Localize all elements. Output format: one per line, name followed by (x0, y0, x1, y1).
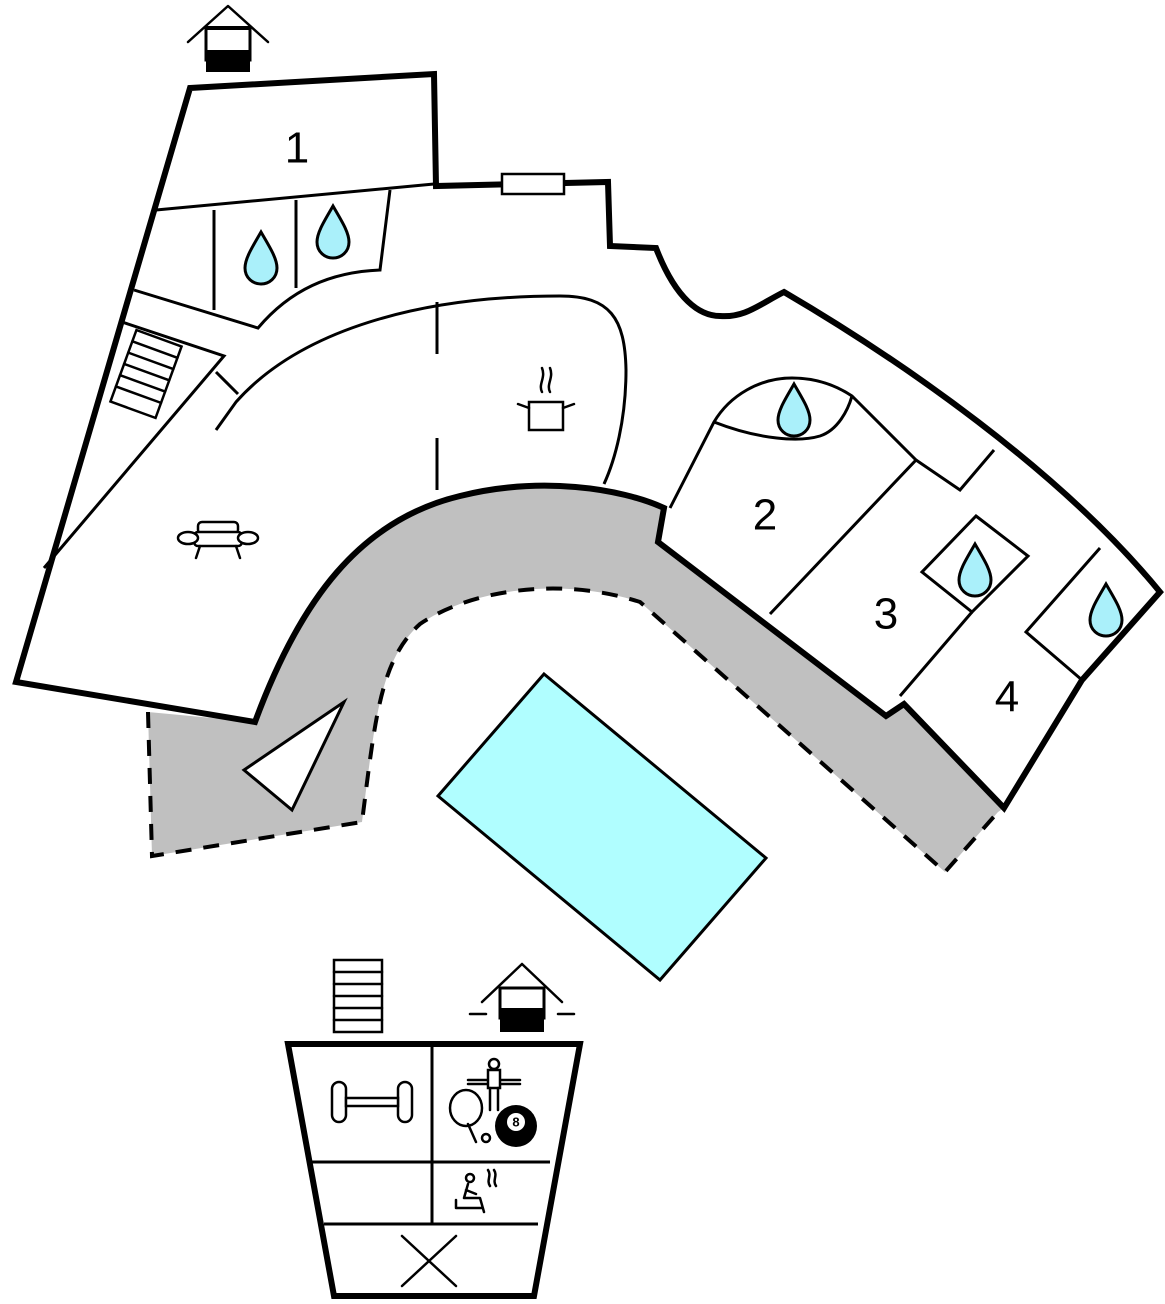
sauna-icon (454, 1168, 498, 1214)
annex-building (284, 1041, 584, 1299)
wall-bedroom1-bottom (155, 182, 435, 212)
stairs-icon (108, 328, 184, 420)
wall-living-arc (214, 294, 628, 485)
water-drop-icon (315, 202, 351, 260)
wall-bedroom3-bottom (898, 611, 974, 697)
wall-bedroom2-bath (713, 395, 854, 441)
window-icon (500, 172, 566, 196)
dumbbell-icon (330, 1080, 414, 1124)
sofa-icon (176, 520, 260, 560)
wall-stair-box (42, 320, 227, 569)
house-icon (468, 962, 576, 1032)
wall-bedroom2-top (668, 376, 919, 616)
annex-outline (284, 1041, 584, 1299)
foosball-icon (466, 1057, 522, 1112)
wall-bedroom4-bath (1023, 547, 1102, 682)
terrace (148, 485, 1004, 872)
bedroom-3-label: 3 (874, 590, 898, 639)
water-drop-icon (243, 228, 279, 286)
wall-bedroom3-top (915, 449, 996, 492)
stairs-icon (332, 958, 384, 1034)
wall-bath-top (133, 189, 392, 330)
billiard-ball-icon: 8 (495, 1105, 537, 1147)
terrace-dashed-edge (146, 586, 1000, 875)
main-building-outline (12, 70, 1164, 813)
bedroom-1-label: 1 (285, 124, 309, 173)
water-drop-icon (957, 540, 993, 598)
house-icon (186, 4, 270, 72)
cooking-pot-icon (516, 366, 576, 432)
bedroom-4-label: 4 (995, 673, 1019, 722)
bedroom-2-label: 2 (753, 491, 777, 540)
water-drop-icon (1088, 580, 1124, 638)
water-drop-icon (776, 380, 812, 438)
table-tennis-icon (448, 1088, 492, 1144)
swimming-pool (435, 671, 769, 983)
annex-storage-cross (400, 1234, 458, 1288)
svg-text:8: 8 (512, 1115, 519, 1130)
terrace-steps (241, 697, 348, 813)
wall-stair-corner (214, 370, 240, 396)
